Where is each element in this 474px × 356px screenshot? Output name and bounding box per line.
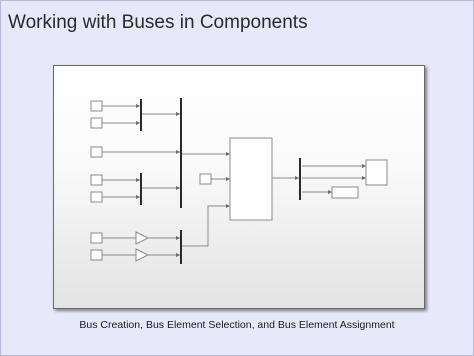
outport-block xyxy=(365,159,388,186)
inport-block xyxy=(90,232,103,244)
inport-block xyxy=(90,249,103,261)
inport-block xyxy=(90,100,103,112)
model-thumbnail[interactable] xyxy=(53,65,425,309)
bus-creator-block xyxy=(180,230,182,264)
card-title: Working with Buses in Components xyxy=(8,12,308,33)
model-diagram xyxy=(90,98,388,264)
gain-block xyxy=(135,248,150,262)
inport-block xyxy=(90,117,103,129)
inport-block xyxy=(199,173,212,185)
inport-block xyxy=(90,146,103,158)
card-caption: Bus Creation, Bus Element Selection, and… xyxy=(79,319,395,331)
gain-block xyxy=(135,231,150,245)
bus-creator-block xyxy=(140,173,142,205)
bus-selector-block xyxy=(299,158,301,200)
subsystem-block xyxy=(229,137,273,221)
inport-block xyxy=(90,174,103,186)
inport-block xyxy=(90,191,103,203)
bus-creator-block xyxy=(180,98,182,208)
display-block xyxy=(331,186,359,199)
bus-creator-block xyxy=(140,99,142,131)
